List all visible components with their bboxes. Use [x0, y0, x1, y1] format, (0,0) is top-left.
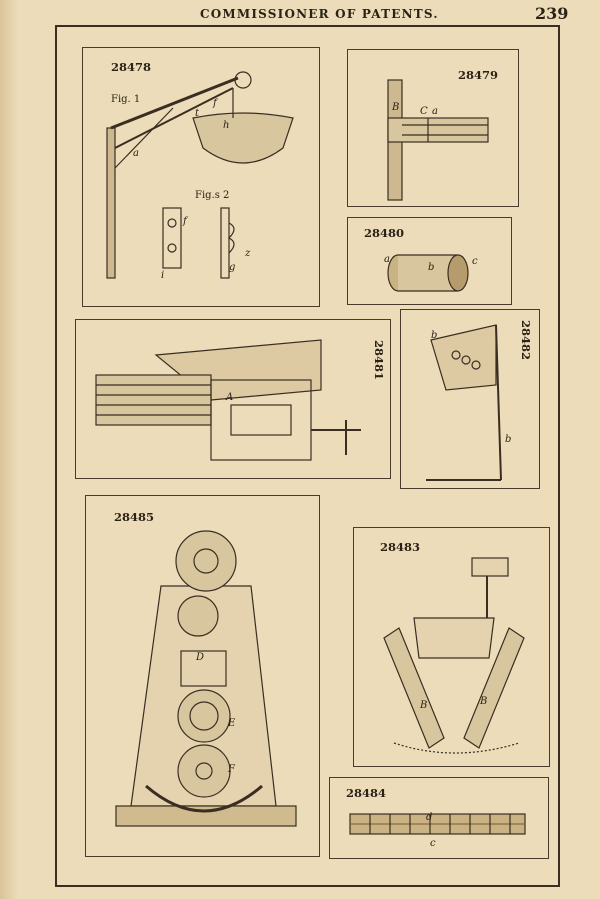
label-b: b: [431, 330, 438, 341]
figure-number: 28481: [372, 340, 386, 381]
figure-28484: 28484 d c: [329, 777, 549, 859]
drawing-28485: [115, 530, 297, 827]
figure-number: 28482: [519, 320, 533, 361]
label-f-2: f: [183, 216, 187, 227]
label-b-2: b: [505, 434, 512, 445]
label-c: c: [472, 256, 478, 267]
label-z: z: [245, 248, 251, 259]
fig-1-caption: Fig. 1: [111, 94, 141, 105]
label-B-right: B: [480, 696, 488, 707]
page-header: COMMISSIONER OF PATENTS. 239: [0, 4, 600, 24]
drawing-28483: [383, 557, 525, 754]
figure-28480: 28480 a b c: [347, 217, 512, 305]
page-binding-shadow: [0, 0, 18, 899]
drawing-28481: [95, 339, 361, 461]
label-a: a: [384, 254, 390, 265]
figure-number: 28480: [364, 226, 405, 240]
label-E: E: [228, 718, 236, 729]
patent-plate: 28478 Fig. 1 Fig.s 2 a h f t i f z g 284…: [55, 25, 560, 887]
figure-28482: 28482 b b: [400, 309, 540, 489]
label-F: F: [228, 764, 235, 775]
label-i: i: [161, 270, 165, 281]
drawing-28479: [387, 79, 489, 201]
label-h: h: [223, 120, 230, 131]
figure-number: 28485: [114, 510, 155, 524]
label-f: f: [213, 98, 217, 109]
drawing-28478: [106, 71, 294, 279]
label-t: t: [195, 108, 200, 119]
drawing-28484: [349, 813, 526, 835]
drawing-28480: [387, 254, 469, 292]
label-a: a: [432, 106, 438, 117]
label-B-left: B: [420, 700, 428, 711]
label-c: c: [430, 838, 436, 849]
figure-28478: 28478 Fig. 1 Fig.s 2 a h f t i f z g: [82, 47, 320, 307]
figure-number: 28484: [346, 786, 387, 800]
label-b: b: [428, 262, 435, 273]
page-number: 239: [535, 4, 569, 23]
figure-number: 28483: [380, 540, 421, 554]
figure-number: 28478: [111, 60, 152, 74]
figure-28485: 28485 D E F: [85, 495, 320, 857]
fig-2-caption: Fig.s 2: [195, 190, 230, 201]
label-C: C: [420, 106, 428, 117]
running-head: COMMISSIONER OF PATENTS.: [200, 7, 439, 21]
drawing-28482: [426, 324, 502, 481]
label-A: A: [226, 392, 234, 403]
figure-28479: 28479 B C a: [347, 49, 519, 207]
label-g: g: [229, 262, 236, 273]
figure-28483: 28483 B B: [353, 527, 550, 767]
figure-28481: 28481 A: [75, 319, 391, 479]
label-B: B: [392, 102, 400, 113]
figure-number: 28479: [458, 68, 499, 82]
label-a: a: [133, 148, 139, 159]
label-D: D: [196, 652, 205, 663]
label-d: d: [426, 812, 433, 823]
